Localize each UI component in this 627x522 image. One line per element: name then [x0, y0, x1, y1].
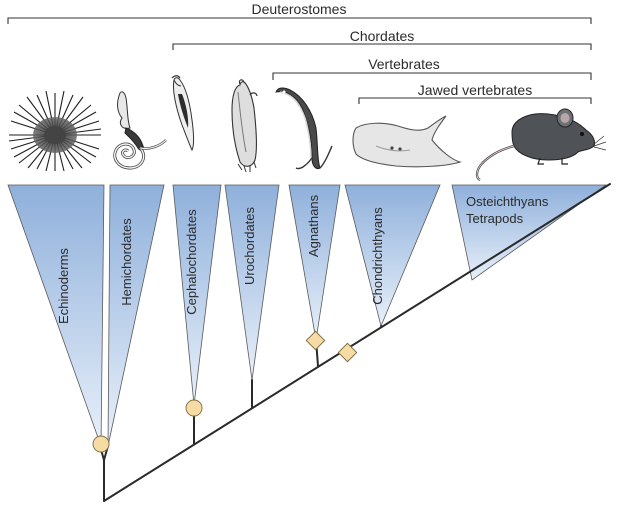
vertebrates-label: Vertebrates — [368, 56, 440, 72]
hemichordates-label: Hemichordates — [119, 218, 134, 306]
chordate-circle-marker — [185, 399, 203, 417]
tree-trunk — [103, 183, 611, 502]
osteichthyans-label: Osteichthyans — [466, 194, 549, 209]
tetrapods-label: Tetrapods — [466, 211, 524, 226]
ray-illustration — [352, 115, 462, 168]
chondrichthyans-triangle — [344, 184, 441, 328]
jawed-vertebrate-diamond-marker — [337, 342, 358, 363]
chondrichthyans-label: Chondrichthyans — [370, 207, 385, 305]
clade-triangles — [7, 184, 608, 447]
sea-urchin-illustration — [8, 90, 102, 172]
cephalochordates-triangle — [172, 184, 222, 406]
chordates-bracket: Chordates — [172, 28, 592, 50]
deuterostome-circle-marker — [92, 435, 110, 453]
acorn-worm-illustration — [113, 91, 167, 170]
agnathans-label: Agnathans — [306, 194, 321, 257]
jawed-vertebrates-label: Jawed vertebrates — [418, 82, 532, 98]
lancelet-illustration — [171, 75, 194, 152]
urochordates-label: Urochordates — [242, 206, 257, 285]
vertebrate-diamond-marker — [305, 330, 326, 351]
jawed-vertebrates-bracket: Jawed vertebrates — [358, 82, 592, 104]
phylogenetic-tree — [99, 183, 611, 502]
urochordates-triangle — [224, 184, 280, 381]
echinoderms-triangle — [7, 184, 105, 447]
sea-squirt-illustration — [231, 79, 258, 173]
lamprey-illustration — [275, 87, 333, 170]
agnathans-triangle — [288, 184, 341, 341]
vertebrates-bracket: Vertebrates — [272, 56, 592, 80]
mouse-illustration — [475, 108, 607, 181]
deuterostomes-bracket: Deuterostomes — [7, 1, 592, 24]
osteichthyans-tetrapods-triangle — [451, 184, 608, 281]
echinoderms-label: Echinoderms — [56, 248, 71, 324]
deuterostomes-label: Deuterostomes — [252, 1, 347, 17]
innovation-markers — [92, 330, 358, 453]
chordates-label: Chordates — [350, 28, 415, 44]
hemichordates-triangle — [107, 184, 165, 447]
cephalochordates-label: Cephalochordates — [184, 209, 199, 315]
